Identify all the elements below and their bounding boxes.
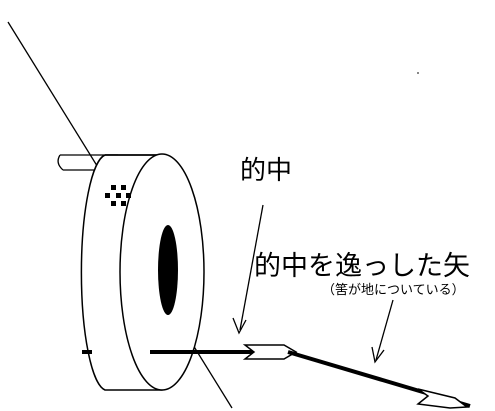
missed-arrow-note: （筈が地についている） bbox=[322, 283, 465, 298]
hit-arrow-fletching bbox=[242, 344, 298, 360]
missed-arrow-fletching bbox=[416, 388, 470, 409]
miss-pointer bbox=[371, 299, 394, 364]
speck bbox=[417, 72, 419, 74]
target bbox=[80, 153, 205, 391]
target-lacing-dots bbox=[105, 185, 131, 206]
hit-label: 的中 bbox=[240, 156, 293, 186]
hit-pointer bbox=[232, 204, 264, 335]
diagonal-line-lower bbox=[192, 344, 233, 409]
target-bullseye bbox=[158, 225, 178, 315]
diagonal-line-upper bbox=[7, 21, 113, 191]
missed-arrow-label: 的中を逸っした矢 bbox=[254, 251, 470, 282]
